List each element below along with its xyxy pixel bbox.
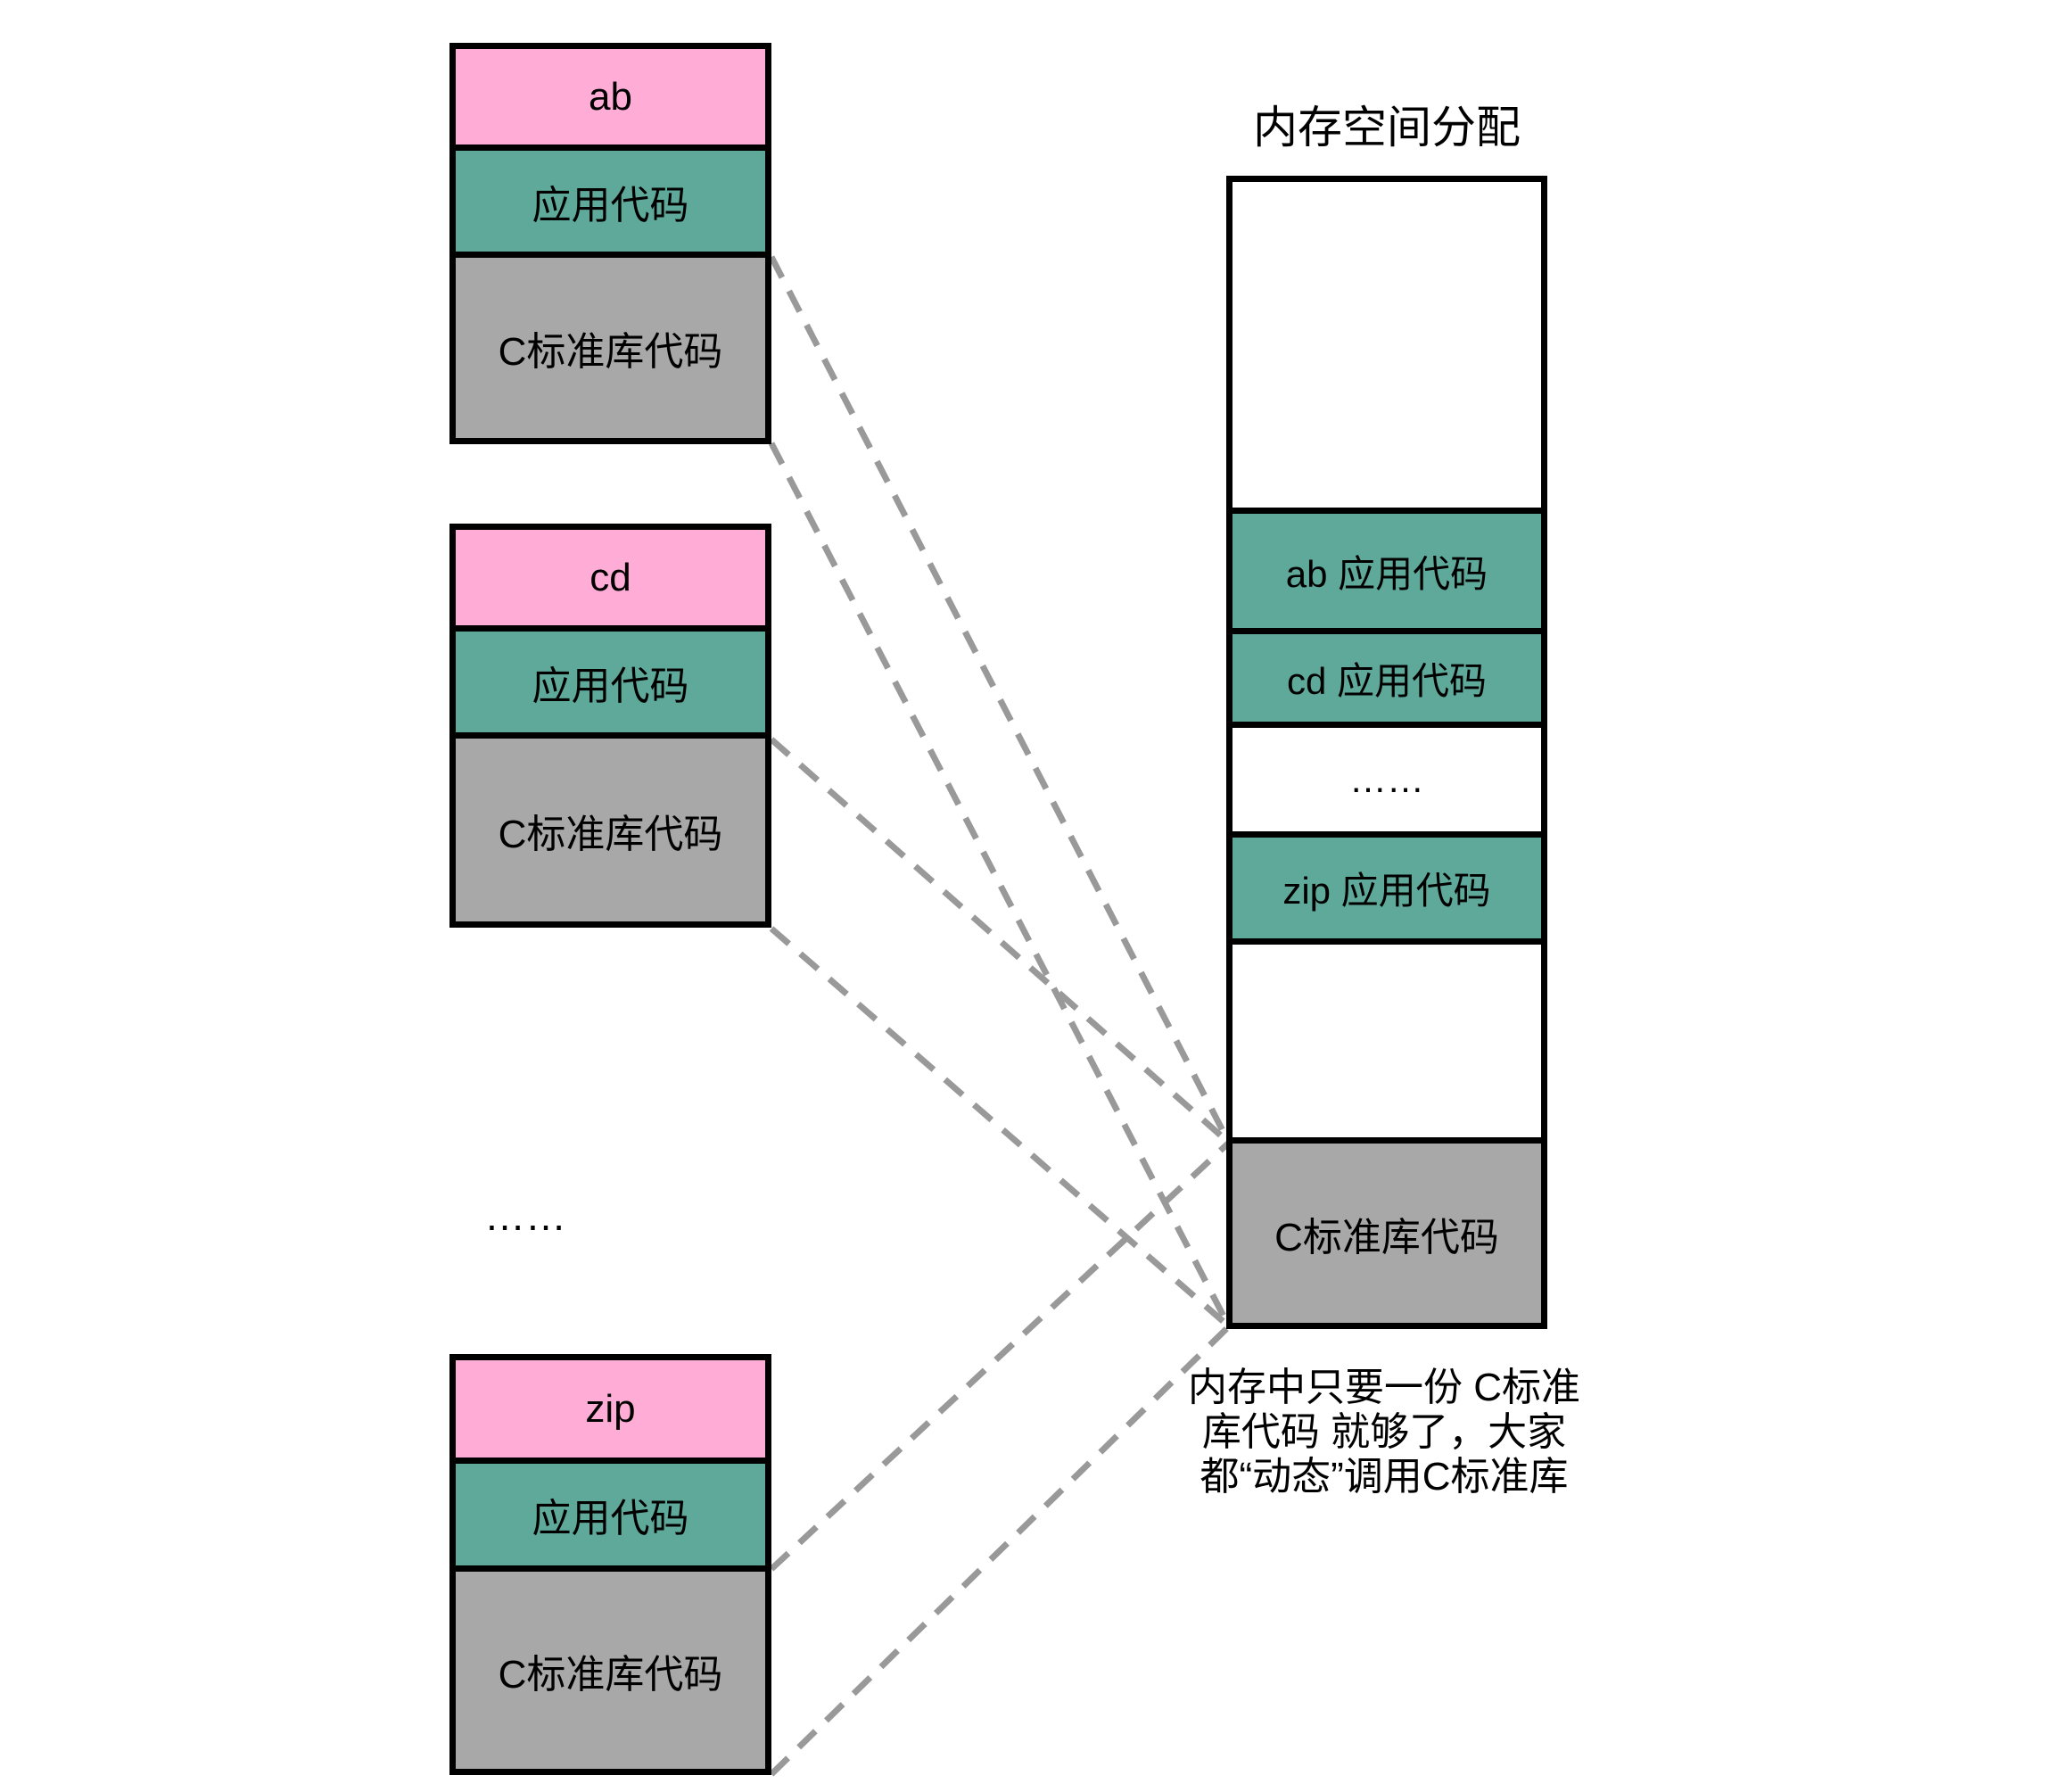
- memory-section-label: cd 应用代码: [1286, 659, 1488, 702]
- c-lib-code-segment: C标准库代码: [456, 258, 765, 438]
- c-lib-code-label: C标准库代码: [498, 330, 723, 374]
- annotation-note: 内存中只要一份 C标准 库代码 就够了，大家 都“动态”调用C标准库: [1161, 1366, 1607, 1499]
- memory-section-label: ……: [1349, 758, 1424, 800]
- c-lib-code-label: C标准库代码: [498, 1652, 723, 1697]
- app-code-label: 应用代码: [532, 1497, 689, 1540]
- memory-section-free-middle: [1232, 945, 1541, 1137]
- program-name-label: zip: [585, 1386, 636, 1431]
- memory-section-cd-app: cd 应用代码: [1232, 634, 1541, 722]
- program-box-zip: zip 应用代码 C标准库代码: [449, 1354, 771, 1775]
- memory-section-ab-app: ab 应用代码: [1232, 514, 1541, 628]
- connector-ab-lib-top-to-memory-lib-top-left: [768, 255, 1232, 1144]
- app-code-segment: 应用代码: [456, 632, 765, 732]
- memory-section-ellipsis: ……: [1232, 728, 1541, 831]
- app-code-segment: 应用代码: [456, 151, 765, 252]
- memory-title: 内存空间分配: [1253, 103, 1521, 153]
- memory-section-free-top: [1232, 182, 1541, 508]
- memory-section-label: C标准库代码: [1274, 1215, 1499, 1259]
- memory-section-c-lib: C标准库代码: [1232, 1144, 1541, 1323]
- app-code-segment: 应用代码: [456, 1464, 765, 1565]
- program-box-ab: ab 应用代码 C标准库代码: [449, 43, 771, 444]
- memory-section-label: zip 应用代码: [1282, 870, 1491, 912]
- program-name-segment: cd: [456, 530, 765, 625]
- c-lib-code-label: C标准库代码: [498, 812, 723, 856]
- c-lib-code-segment: C标准库代码: [456, 739, 765, 921]
- app-code-label: 应用代码: [532, 664, 689, 708]
- memory-section-label: ab 应用代码: [1285, 552, 1488, 595]
- connector-zip-lib-top-to-memory-lib-top-left: [769, 1140, 1232, 1572]
- program-name-label: ab: [589, 74, 632, 119]
- more-programs-ellipsis: ……: [484, 1193, 566, 1239]
- program-box-cd: cd 应用代码 C标准库代码: [449, 524, 771, 928]
- app-code-label: 应用代码: [532, 183, 689, 227]
- connector-ab-lib-bottom-to-memory-lib-bottom-left: [768, 442, 1232, 1328]
- memory-box: ab 应用代码 cd 应用代码 …… zip 应用代码 C标准库代码: [1226, 176, 1547, 1329]
- memory-section-zip-app: zip 应用代码: [1232, 838, 1541, 938]
- program-name-label: cd: [589, 555, 631, 599]
- annotation-line: 都“动态”调用C标准库: [1200, 1455, 1569, 1499]
- program-name-segment: ab: [456, 49, 765, 145]
- annotation-line: 库代码 就够了，大家: [1201, 1410, 1567, 1454]
- connector-cd-lib-top-to-memory-lib-top-left: [769, 737, 1232, 1145]
- program-name-segment: zip: [456, 1360, 765, 1458]
- connector-cd-lib-bottom-to-memory-lib-bottom-left: [769, 926, 1232, 1329]
- annotation-line: 内存中只要一份 C标准: [1188, 1366, 1580, 1409]
- c-lib-code-segment: C标准库代码: [456, 1572, 765, 1769]
